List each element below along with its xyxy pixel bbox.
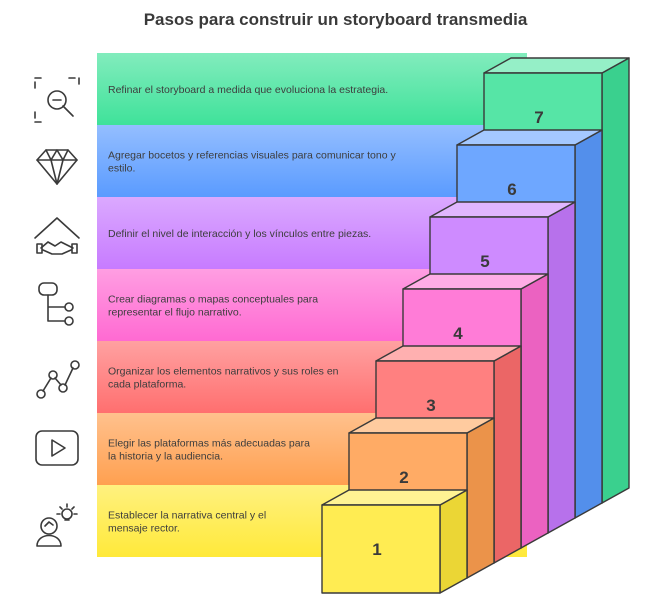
flow-diagram-icon	[38, 282, 74, 326]
step-number: 6	[507, 180, 516, 199]
step-5-description: Definir el nivel de interacción y los ví…	[108, 228, 371, 240]
step-number: 4	[453, 324, 463, 343]
step-2-description: Elegir las plataformas más adecuadas par…	[108, 438, 310, 463]
step-number: 7	[534, 108, 543, 127]
step-number: 1	[372, 540, 381, 559]
step-4-description: Crear diagramas o mapas conceptuales par…	[108, 294, 318, 319]
step-6-description: Agregar bocetos y referencias visuales p…	[108, 150, 396, 175]
diamond-icon	[36, 149, 78, 185]
step-7-description: Refinar el storyboard a medida que evolu…	[108, 84, 388, 96]
step-3-description: Organizar los elementos narrativos y sus…	[108, 366, 339, 391]
stair-step-1	[321, 489, 468, 594]
band-step-6	[97, 125, 527, 197]
play-button-icon	[35, 430, 79, 466]
idea-person-icon	[36, 503, 78, 547]
step-number: 5	[480, 252, 489, 271]
page-title: Pasos para construir un storyboard trans…	[143, 10, 528, 29]
handshake-house-icon	[34, 217, 80, 255]
zoom-out-icon	[34, 77, 80, 123]
band-step-7	[97, 53, 527, 125]
step-number: 3	[426, 396, 435, 415]
connected-nodes-icon	[36, 360, 80, 399]
step-number: 2	[399, 468, 408, 487]
